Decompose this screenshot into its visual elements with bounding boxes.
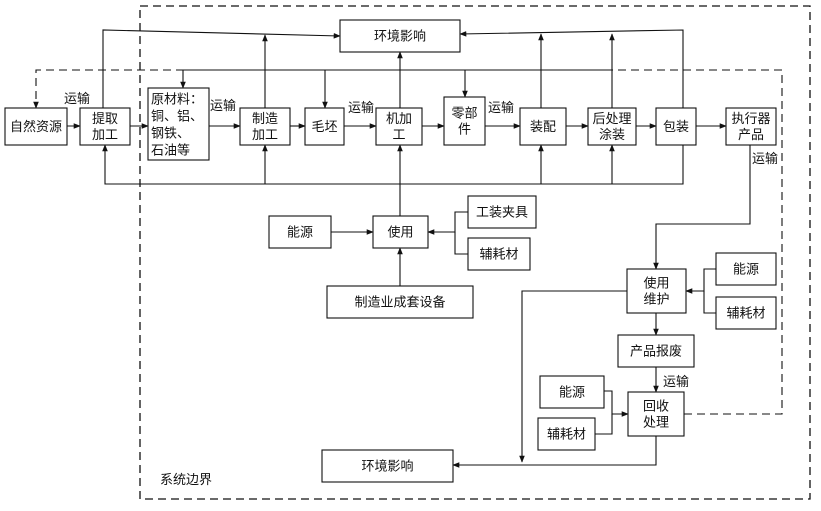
maint-consumables-line	[703, 291, 716, 314]
box-equipment: 制造业成套设备	[326, 285, 474, 319]
box-label-line: 使用	[387, 224, 413, 240]
box-label-line: 件	[458, 122, 471, 137]
box-label-line: 后处理	[592, 112, 631, 127]
box-label-line: 环境影响	[361, 458, 413, 474]
transport-label: 运输	[488, 100, 514, 116]
box-label-line: 能源	[287, 225, 313, 240]
box-raw-materials: 原材料： 铜、铝、钢铁、石油等	[147, 87, 210, 161]
box-label-line: 处理	[643, 415, 669, 430]
box-label-line: 铜、铝、	[151, 109, 203, 124]
transport-label: 运输	[348, 100, 374, 116]
maint-energy-arrow	[685, 268, 716, 294]
box-label-line: 制造业成套设备	[354, 294, 445, 310]
box-scrap: 产品报废	[617, 334, 695, 368]
box-label-line: 辅耗材	[726, 306, 765, 321]
box-label-line: 加工	[92, 128, 118, 143]
box-env-impact-bottom: 环境影响	[321, 449, 454, 483]
box-energy-recycle: 能源	[539, 375, 605, 409]
box-label-line: 涂装	[599, 127, 625, 143]
box-label-line: 能源	[733, 262, 759, 277]
emission-line	[459, 29, 684, 108]
transport-label: 运输	[64, 91, 90, 107]
box-label-line: 产品报废	[630, 343, 682, 359]
recycle-dashed-loop	[33, 69, 783, 415]
box-packaging: 包装	[655, 107, 697, 146]
recycle-consumables-line	[595, 414, 613, 435]
box-label-line: 辅耗材	[547, 427, 586, 442]
box-env-impact-top: 环境影响	[339, 19, 461, 53]
box-use: 使用	[372, 215, 429, 249]
box-label-line: 包装	[663, 120, 689, 135]
box-label-line: 维护	[643, 292, 669, 307]
box-label-line: 机加	[386, 112, 412, 127]
box-label-line: 回收	[643, 399, 669, 414]
box-parts: 零部件	[443, 96, 486, 146]
box-label-line: 产品	[738, 128, 764, 143]
box-label-line: 加工	[252, 128, 278, 143]
box-label-line: 环境影响	[374, 28, 426, 44]
fixtures-arrow	[427, 211, 468, 235]
transport-label: 运输	[752, 151, 778, 167]
box-label-line: 能源	[559, 385, 585, 400]
box-label-line: 工	[392, 128, 405, 143]
recycle-to-env-arrow	[452, 436, 657, 468]
recycle-energy-arrow	[604, 390, 629, 417]
box-label-line: 原材料：	[151, 92, 203, 107]
system-boundary-label: 系统边界	[160, 473, 212, 488]
consumables-line	[454, 232, 468, 255]
box-blank: 毛坯	[304, 107, 345, 146]
box-energy-use: 能源	[268, 215, 332, 249]
box-energy-maint: 能源	[715, 252, 777, 286]
box-label-line: 制造	[252, 112, 278, 127]
box-label-line: 提取	[92, 111, 118, 127]
box-label-line: 自然资源	[10, 119, 62, 135]
box-consumables-recycle: 辅耗材	[537, 417, 596, 451]
transport-label: 运输	[663, 374, 689, 390]
box-assembly: 装配	[519, 107, 567, 146]
box-natural-resources: 自然资源	[4, 107, 68, 146]
emission-line	[102, 29, 341, 108]
box-label-line: 毛坯	[311, 120, 337, 135]
box-fixtures: 工装夹具	[467, 195, 537, 229]
box-label-line: 工装夹具	[476, 205, 528, 220]
system-boundary	[139, 5, 811, 500]
box-machining: 机加工	[375, 107, 423, 146]
box-label-line: 执行器	[731, 112, 770, 127]
box-consumables-maint: 辅耗材	[715, 296, 777, 330]
box-consumables-use: 辅耗材	[467, 237, 531, 271]
box-label-line: 钢铁、	[151, 126, 190, 141]
product-to-use-arrow	[653, 145, 751, 270]
transport-label: 运输	[210, 98, 236, 114]
feedback-line	[102, 144, 684, 185]
box-label-line: 装配	[530, 120, 556, 135]
maint-to-env-arrow	[519, 290, 627, 463]
box-label-line: 辅耗材	[479, 247, 518, 262]
box-label-line: 使用	[643, 275, 669, 291]
box-label-line: 石油等	[151, 142, 190, 158]
box-label-line: 零部	[451, 106, 477, 121]
